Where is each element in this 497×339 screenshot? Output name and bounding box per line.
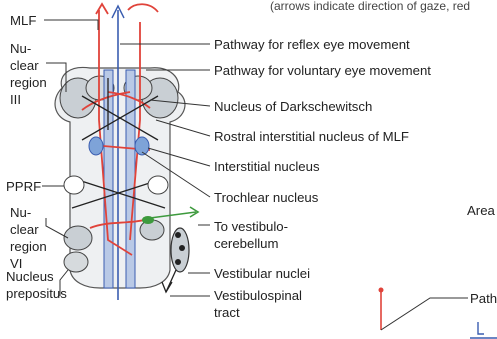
label-trochlear-nucleus: Trochlear nucleus: [214, 189, 318, 206]
label-nuclear-region-vi: Nu- clear region VI: [10, 204, 47, 272]
label-nuclear-region-iii: Nu- clear region III: [10, 40, 47, 108]
label-voluntary-pathway: Pathway for voluntary eye movement: [214, 62, 431, 79]
label-rostral-interstitial: Rostral interstitial nucleus of MLF: [214, 128, 409, 145]
label-darkschewitsch: Nucleus of Darkschewitsch: [214, 98, 372, 115]
interstitial-nucleus-left-shape: [89, 137, 103, 155]
label-reflex-pathway: Pathway for reflex eye movement: [214, 36, 410, 53]
label-pprf: PPRF: [6, 178, 41, 195]
label-mlf: MLF: [10, 12, 36, 29]
label-vestibulocerebellum: To vestibulo- cerebellum: [214, 218, 288, 252]
label-nucleus-prepositus: Nucleus prepositus: [6, 268, 67, 302]
label-path-partial: Path: [470, 290, 497, 307]
label-area-partial: Area: [467, 202, 495, 219]
top-note: (arrows indicate direction of gaze, red: [270, 0, 470, 15]
label-vestibulospinal-tract: Vestibulospinal tract: [214, 287, 302, 321]
label-interstitial-nucleus: Interstitial nucleus: [214, 158, 320, 175]
label-vestibular-nuclei: Vestibular nuclei: [214, 265, 310, 282]
